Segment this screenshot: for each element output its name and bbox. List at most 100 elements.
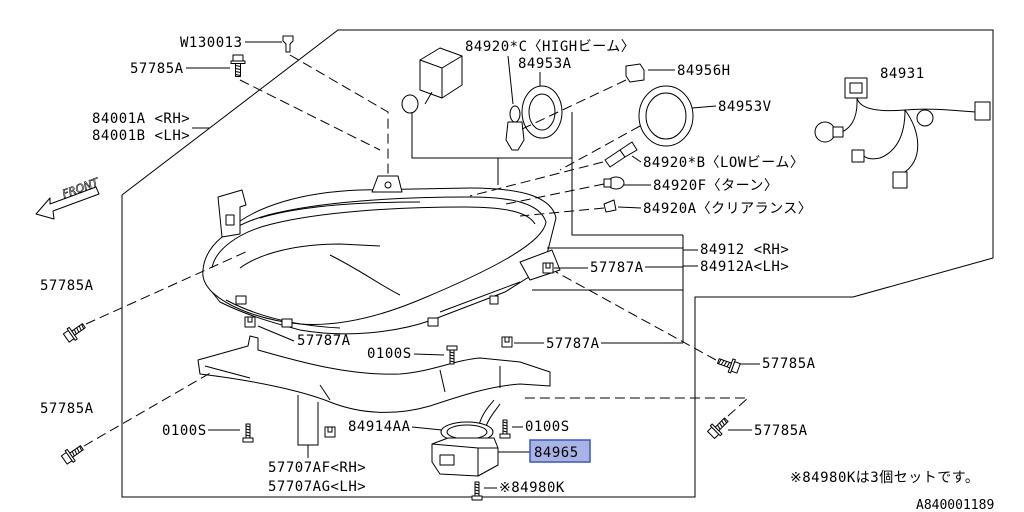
lens-inner-edge: [211, 206, 536, 269]
ring-84953a: [521, 85, 563, 139]
dash-cap: [519, 79, 627, 131]
bolt-right-lower: [705, 414, 732, 441]
callout-w130013[interactable]: W130013: [180, 35, 243, 51]
ring-84953v: [638, 85, 694, 147]
push-pin-w130013: [282, 35, 294, 53]
leader-clip-left: [257, 325, 295, 342]
leader-screw-center: [413, 353, 445, 356]
bolt-left-upper: [61, 319, 89, 345]
clip-bracket: [324, 426, 336, 438]
callout-screw-84980k[interactable]: ※84980K: [499, 480, 565, 496]
callout-bolt-right-upper[interactable]: 57785A: [762, 356, 816, 372]
callout-gasket-84914aa[interactable]: 84914AA: [348, 419, 411, 435]
leader-clip-right: [554, 266, 683, 269]
low-bulb-base: [619, 141, 638, 158]
turn-bulb-base: [603, 178, 612, 188]
headlamp-lens: [202, 196, 547, 325]
callout-bulb-high[interactable]: 84920*C〈HIGHビーム〉: [465, 39, 635, 55]
callout-clip-right[interactable]: 57787A: [590, 260, 644, 276]
callout-labels: W130013 57785A 84920*C〈HIGHビーム〉 84953A 8…: [40, 35, 925, 496]
harness-socket-left-neck: [832, 126, 844, 138]
callout-bracket-lh[interactable]: 57707AG<LH>: [268, 479, 366, 495]
dash-bolt-left-lower: [83, 371, 213, 447]
callout-bulb-clearance[interactable]: 84920A〈クリアランス〉: [643, 201, 812, 217]
dash-low-bulb: [469, 161, 604, 197]
callout-headlamp-lh[interactable]: 84001B <LH>: [92, 128, 190, 144]
callout-headlamp-rh[interactable]: 84001A <RH>: [92, 111, 190, 127]
dash-pin: [289, 54, 389, 176]
cap-84956h: [625, 63, 645, 83]
clip-left: [244, 316, 256, 328]
actuator-o-ring: [401, 94, 419, 114]
dash-turn-bulb: [505, 183, 605, 205]
mount-tab-3: [427, 317, 439, 327]
callout-clip-left[interactable]: 57787A: [297, 333, 351, 349]
high-bulb-glass: [509, 105, 521, 123]
callout-bolt-left-upper[interactable]: 57785A: [40, 278, 94, 294]
screw-center: [446, 345, 458, 365]
front-arrow-shape: [35, 186, 100, 220]
callout-lens-lh[interactable]: 84912A<LH>: [700, 259, 789, 275]
leader-group-bulbs: [411, 112, 683, 236]
leader-gasket: [411, 426, 443, 431]
callout-bolt-left-lower[interactable]: 57785A: [40, 401, 94, 417]
footnote: ※84980Kは3個セットです。: [790, 470, 979, 486]
mount-tab-4: [489, 295, 499, 305]
ring-84953a-inner: [528, 93, 556, 131]
callout-bulb-turn[interactable]: 84920F〈ターン〉: [653, 178, 778, 194]
callout-bulb-low[interactable]: 84920*B〈LOWビーム〉: [643, 155, 804, 171]
callout-cap-84956h[interactable]: 84956H: [677, 63, 731, 79]
callout-ring-84953v[interactable]: 84953V: [718, 99, 772, 115]
leader-ring-84953v: [691, 105, 717, 109]
callout-screw-left[interactable]: 0100S: [162, 423, 207, 439]
lower-bracket-ribs: [204, 365, 501, 401]
callout-bracket-rh[interactable]: 57707AF<RH>: [268, 460, 366, 476]
clip-center: [501, 336, 513, 348]
top-mount-hole: [384, 181, 392, 189]
callout-harness-84931[interactable]: 84931: [880, 66, 925, 82]
callout-lens-rh[interactable]: 84912 <RH>: [700, 242, 789, 258]
callout-bolt-top[interactable]: 57785A: [130, 61, 184, 77]
highlight-box[interactable]: [529, 439, 591, 463]
high-bulb-base: [505, 121, 525, 151]
bolt-right-upper: [715, 353, 742, 376]
ring-84953v-inner: [645, 92, 687, 140]
harness-connector-bottom: [892, 171, 908, 189]
bolt-top: [230, 54, 246, 77]
assembly-dashed-lines: [83, 54, 750, 447]
low-beam-bulb: [604, 141, 638, 168]
harness-84931: [814, 77, 991, 189]
ballast-gasket-inner: [446, 424, 488, 440]
ballast-edges: [431, 443, 498, 476]
harness-connector-top-inner: [849, 82, 863, 94]
harness-socket-mid: [916, 109, 934, 127]
leader-lines: [186, 41, 760, 489]
left-mount-bracket: [217, 189, 247, 238]
callout-screw-right[interactable]: 0100S: [525, 419, 570, 435]
dash-ring-v: [559, 125, 641, 171]
actuator-body: [419, 47, 463, 99]
callout-screw-center[interactable]: 0100S: [367, 346, 412, 362]
lower-bracket-body: [197, 335, 551, 413]
leader-bulb-high: [507, 55, 514, 105]
headlamp-assembly: [202, 175, 561, 335]
lower-bracket: [197, 335, 551, 413]
high-beam-bulb: [505, 105, 525, 151]
harness-connector-right: [974, 101, 991, 121]
dash-bolt-right-upper: [555, 271, 717, 361]
callout-bolt-right-lower[interactable]: 57785A: [754, 423, 808, 439]
callout-ring-84953a[interactable]: 84953A: [518, 56, 572, 72]
diagram-code: A840001189: [916, 498, 994, 512]
mount-tab-2: [281, 318, 293, 328]
dash-bolt-top: [239, 79, 381, 151]
callout-clip-center[interactable]: 57787A: [546, 336, 600, 352]
callout-ballast-84965[interactable]: 84965: [534, 445, 579, 461]
front-arrow-icon: FRONT: [35, 175, 102, 220]
reflector-lines: [239, 201, 421, 296]
mount-tab-1: [235, 295, 247, 305]
ballast-84965: [431, 399, 501, 477]
leader-bracket: [297, 395, 319, 458]
dash-bolt-right-lower: [520, 397, 750, 417]
bolt-left-lower: [59, 441, 87, 467]
